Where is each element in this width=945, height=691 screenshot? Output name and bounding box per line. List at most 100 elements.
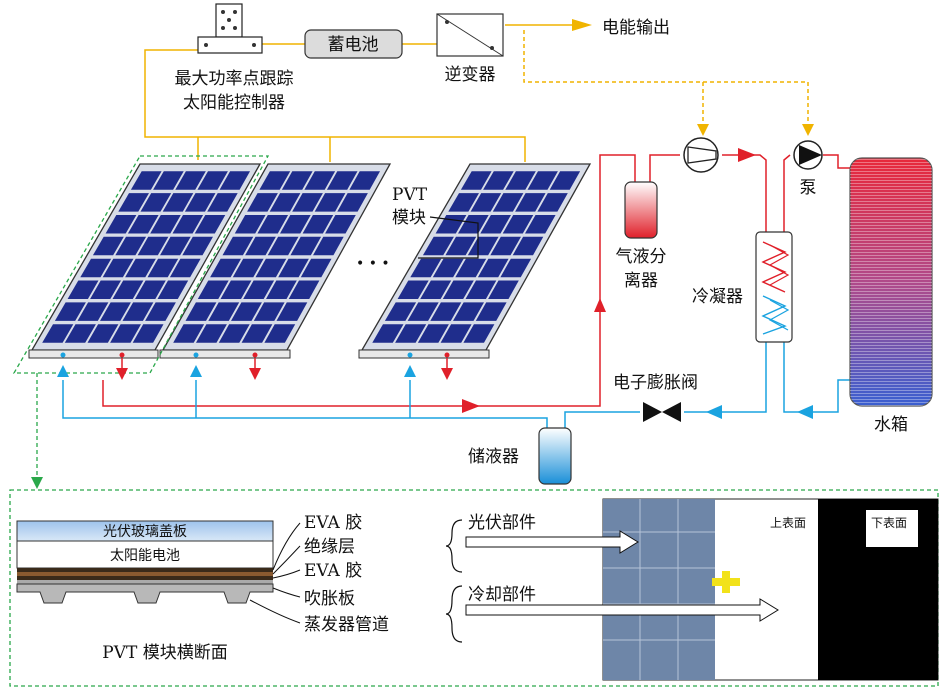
pv-cell — [147, 258, 179, 278]
panel-base-rail — [159, 349, 291, 359]
pvt-panels — [28, 163, 592, 359]
pv-cell — [288, 280, 320, 299]
pump — [793, 140, 823, 170]
pv-cell — [210, 258, 241, 278]
pv-cell — [173, 324, 205, 343]
layer-label-insulation: 绝缘层 — [304, 537, 355, 557]
pv-cell — [207, 193, 238, 212]
pv-cell — [77, 302, 109, 321]
pv-cell — [292, 193, 323, 212]
pv-brace — [445, 519, 463, 573]
pv-cell — [440, 324, 472, 343]
pv-cell — [220, 280, 252, 299]
pv-cell — [490, 236, 521, 256]
pv-cell — [241, 324, 273, 343]
pv-cell — [467, 236, 499, 256]
pv-cell — [132, 324, 164, 343]
pv-cell — [455, 258, 487, 278]
pv-cell — [442, 280, 474, 299]
pv-cell — [397, 280, 429, 299]
gas-liquid-separator — [624, 181, 658, 239]
panel-ellipsis: • • • — [356, 256, 390, 272]
mppt-label-line2: 太阳能控制器 — [183, 93, 285, 113]
layer-label-eva-1: EVA 胶 — [304, 513, 362, 533]
first-module-selection — [12, 155, 270, 374]
pv-cell — [197, 280, 229, 299]
pipe-port — [444, 352, 450, 358]
pv-cell — [162, 193, 194, 212]
pv-cell — [157, 280, 189, 299]
pv-cell — [243, 280, 275, 299]
pv-cell — [480, 215, 511, 234]
pv-cell — [420, 280, 452, 299]
pv-cell — [465, 280, 497, 299]
layer-label-evaporator-tube: 蒸发器管道 — [304, 615, 389, 635]
pv-cell — [208, 302, 240, 321]
pv-cell — [182, 236, 213, 256]
pv-cell — [435, 215, 467, 234]
pv-cell — [267, 236, 299, 256]
layer-label-roll-bond: 吹胀板 — [304, 589, 355, 609]
pv-cell — [232, 258, 264, 278]
pv-cell — [276, 302, 308, 321]
pv-cell — [64, 324, 96, 343]
pv-cell — [313, 236, 344, 256]
layer-label-eva-2: EVA 胶 — [304, 561, 362, 581]
pv-cell — [325, 215, 356, 234]
pv-cell — [349, 171, 380, 190]
pv-cell — [266, 280, 297, 299]
pv-cell — [150, 215, 181, 234]
pv-cell — [253, 302, 285, 321]
pipe-port — [407, 352, 413, 358]
inverter-to-pump-arrow — [802, 124, 814, 136]
power-output-label: 电能输出 — [602, 18, 670, 38]
expansion-valve-label: 电子膨胀阀 — [613, 373, 698, 393]
pv-cell — [175, 171, 206, 190]
pv-cell — [422, 236, 454, 256]
pv-cell — [264, 324, 296, 343]
pv-cell — [92, 236, 124, 256]
pv-cell — [105, 215, 137, 234]
pv-cell — [300, 258, 332, 278]
pv-cell — [372, 324, 404, 343]
pvt-label-leader — [418, 216, 479, 259]
pv-cell — [488, 280, 519, 299]
separator-label-line2: 离器 — [624, 271, 658, 291]
inverter — [436, 13, 504, 57]
pv-cell — [140, 193, 172, 212]
pv-cell — [281, 171, 313, 190]
pv-cell — [407, 302, 439, 321]
pv-cell — [417, 324, 449, 343]
pv-cell — [102, 258, 134, 278]
pv-cell — [477, 258, 509, 278]
pv-cell — [463, 324, 495, 343]
pv-cell — [80, 258, 112, 278]
pipe-port — [252, 352, 258, 358]
liquid-receiver — [538, 427, 572, 485]
pipe-port — [119, 352, 125, 358]
pv-cell — [410, 258, 442, 278]
pv-cell — [67, 280, 99, 299]
pv-cell — [169, 258, 201, 278]
pv-cell — [194, 215, 226, 234]
condenser — [755, 231, 793, 343]
pv-cell — [326, 171, 358, 190]
pvt-panel-3 — [358, 163, 592, 359]
pv-cell — [137, 236, 169, 256]
pv-cell — [130, 171, 162, 190]
top-surface-label: 上表面 — [770, 516, 806, 530]
pv-cell — [302, 215, 334, 234]
pv-cell — [432, 258, 464, 278]
pv-cell — [234, 215, 266, 234]
pv-cell — [290, 236, 322, 256]
pv-cell — [218, 324, 250, 343]
pv-cell — [87, 324, 119, 343]
pv-cell — [219, 171, 250, 190]
pv-cell — [278, 258, 309, 278]
thermal-photo — [602, 498, 939, 681]
pv-cell — [259, 171, 291, 190]
pv-cell — [185, 302, 217, 321]
pv-cell — [135, 280, 166, 299]
pv-cell — [110, 324, 141, 343]
